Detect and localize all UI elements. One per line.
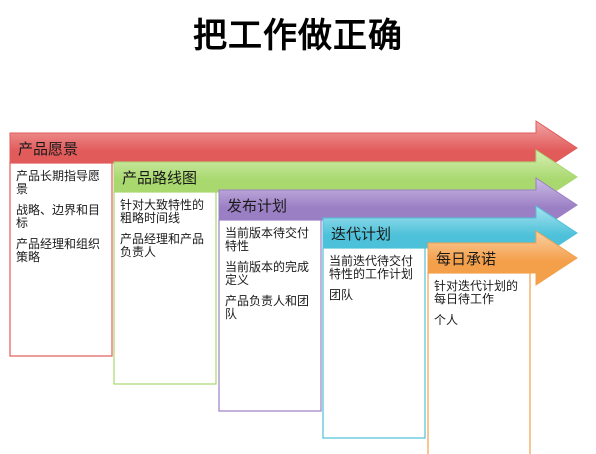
stage-box — [9, 162, 113, 357]
stage-item: 战略、边界和目标 — [16, 202, 100, 230]
stage-item: 当前版本待交付特性 — [225, 225, 309, 253]
stage-item: 产品经理和产品负责人 — [120, 232, 204, 259]
stage-item: 当前版本的完成定义 — [225, 259, 309, 287]
stage-label: 产品愿景 — [18, 140, 78, 158]
page-title: 把工作做正确 — [193, 16, 403, 56]
stage-item: 针对大致特性的粗略时间线 — [120, 197, 204, 225]
stage-box — [322, 247, 426, 439]
stage-item: 当前迭代待交付特性的工作计划 — [329, 253, 413, 281]
stage-label: 产品路线图 — [122, 169, 197, 187]
stage-box — [427, 272, 531, 454]
stage-box — [113, 191, 217, 385]
stage-label: 迭代计划 — [331, 225, 391, 243]
stage-item: 团队 — [329, 287, 353, 302]
stage-item: 针对迭代计划的每日待工作 — [434, 278, 518, 306]
stage-label: 每日承诺 — [436, 250, 496, 268]
stage-item: 产品长期指导愿景 — [16, 168, 100, 196]
stage-label: 发布计划 — [227, 197, 287, 215]
stage-box — [218, 219, 322, 412]
stage-item: 产品经理和组织策略 — [16, 237, 100, 264]
stage-item: 个人 — [434, 313, 458, 327]
stage-item: 产品负责人和团队 — [225, 294, 309, 321]
